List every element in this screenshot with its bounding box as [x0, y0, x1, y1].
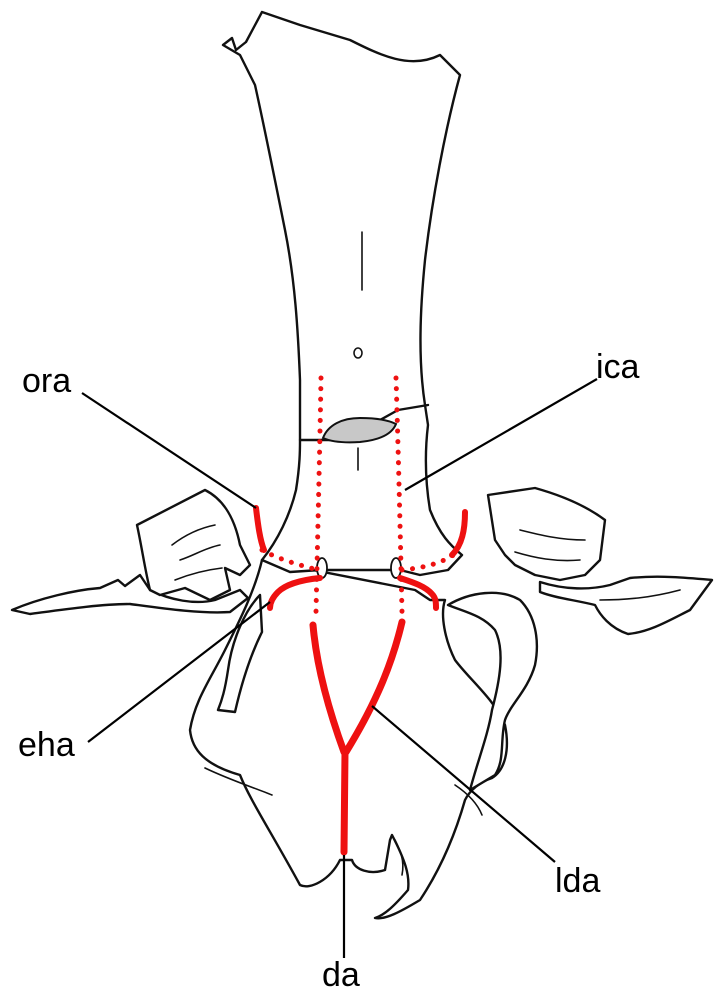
left-wing: [216, 593, 264, 714]
dorsal-aorta: [340, 748, 349, 856]
basicranium-lower-mass: [188, 558, 509, 920]
left-lateral-dorsal-aorta: [309, 621, 348, 756]
left-hyomandibular-artery: [267, 575, 323, 611]
lower-ridge-right: [454, 784, 483, 816]
left-orbital-artery: [253, 505, 267, 553]
shaft-small-pit: [353, 347, 363, 359]
label-ora: ora: [22, 362, 71, 400]
ora-leader-line: [81, 392, 257, 509]
lower-ridge-left: [204, 767, 273, 796]
lda-leader-line: [371, 705, 556, 863]
rostrum-shaft: [221, 10, 464, 577]
right-prootic-crease-1: [519, 529, 586, 541]
left-prootic-crease-1: [171, 524, 216, 546]
label-eha: eha: [18, 726, 75, 764]
right-prootic-crease-2: [514, 551, 581, 562]
left-orbital-connector: [259, 547, 321, 573]
left-prootic-crease-2: [179, 544, 221, 561]
label-lda: lda: [555, 862, 600, 900]
right-wing: [446, 591, 539, 792]
right-lateral-process-ridge: [599, 589, 681, 601]
left-prootic-block: [135, 488, 252, 602]
right-prootic-block: [486, 486, 607, 582]
label-ica: ica: [596, 348, 640, 386]
ica-leader-line: [404, 378, 598, 491]
right-lateral-process: [538, 575, 714, 636]
left-prootic-crease-3: [174, 567, 223, 581]
foramen: [321, 416, 398, 444]
eha-leader-line: [87, 601, 271, 743]
right-hyomandibular-artery: [397, 575, 439, 611]
right-orbital-artery: [449, 509, 468, 558]
lower-crack: [394, 839, 404, 876]
label-da: da: [322, 956, 360, 994]
right-lateral-dorsal-aorta: [342, 618, 406, 756]
left-lateral-process: [10, 573, 250, 616]
